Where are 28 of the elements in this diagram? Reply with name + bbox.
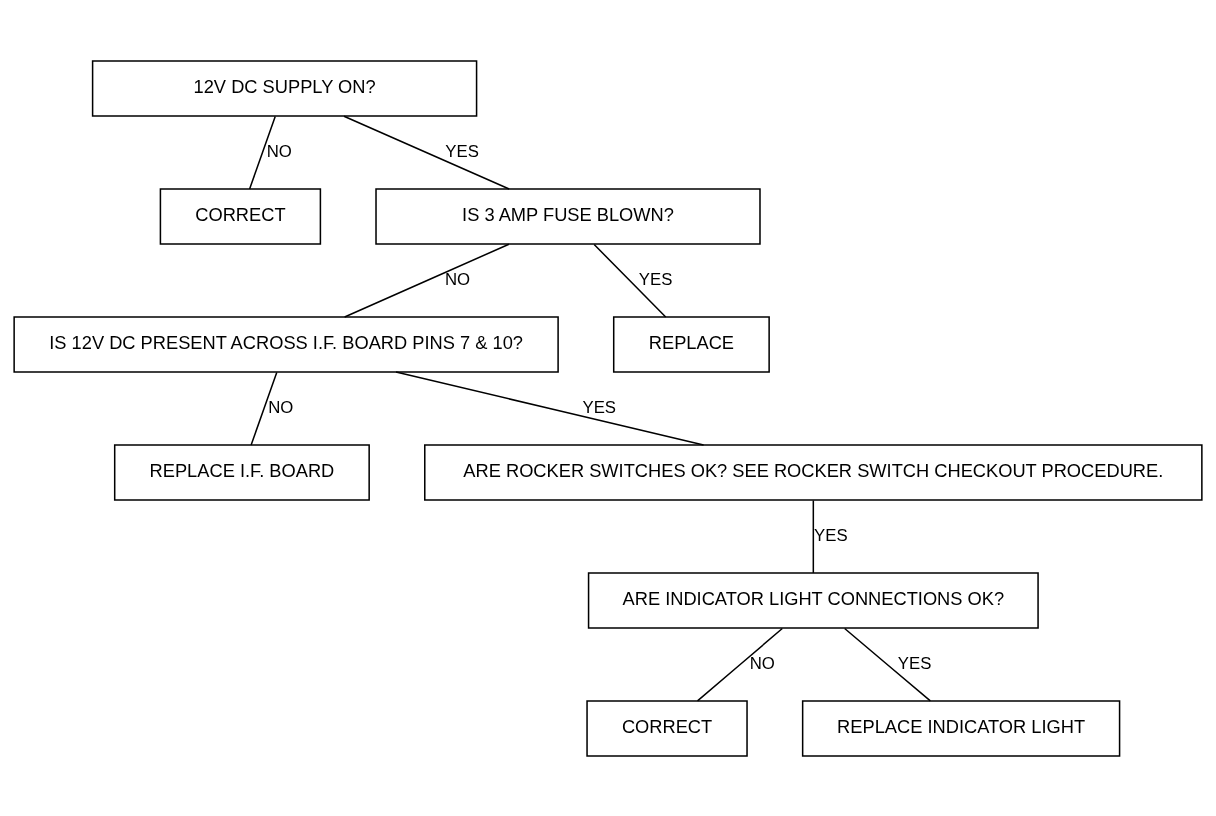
node-box: CORRECT <box>586 699 748 757</box>
node-box: 12V DC SUPPLY ON? <box>91 59 478 117</box>
edge-label: YES <box>638 269 673 289</box>
connector <box>250 371 278 446</box>
edge-label: NO <box>444 269 471 289</box>
connector <box>812 499 815 574</box>
edge-label: NO <box>268 397 294 417</box>
node-box: REPLACE <box>612 315 770 373</box>
edge-label: YES <box>445 141 479 161</box>
node-box: REPLACE INDICATOR LIGHT <box>801 699 1121 757</box>
node-box: IS 12V DC PRESENT ACROSS I.F. BOARD PINS 7 & 10? <box>13 315 559 373</box>
node-box: ARE ROCKER SWITCHES OK? SEE ROCKER SWITCH CHECKOUT PROCEDURE. <box>424 443 1203 501</box>
connector <box>343 242 510 318</box>
node-box: ARE INDICATOR LIGHT CONNECTIONS OK? <box>587 571 1039 629</box>
connector <box>843 627 932 702</box>
connector <box>395 370 705 446</box>
node-box: IS 3 AMP FUSE BLOWN? <box>375 187 761 245</box>
node-box: REPLACE I.F. BOARD <box>113 443 370 501</box>
connector <box>248 115 276 190</box>
edge-label: NO <box>266 141 292 161</box>
edge-label: NO <box>749 653 775 673</box>
edge-label: YES <box>814 525 848 545</box>
node-box: CORRECT <box>159 187 322 245</box>
edge-label: YES <box>582 397 616 417</box>
connector <box>593 243 667 318</box>
connector <box>696 627 784 702</box>
connector <box>343 114 510 190</box>
edge-label: YES <box>897 653 932 673</box>
